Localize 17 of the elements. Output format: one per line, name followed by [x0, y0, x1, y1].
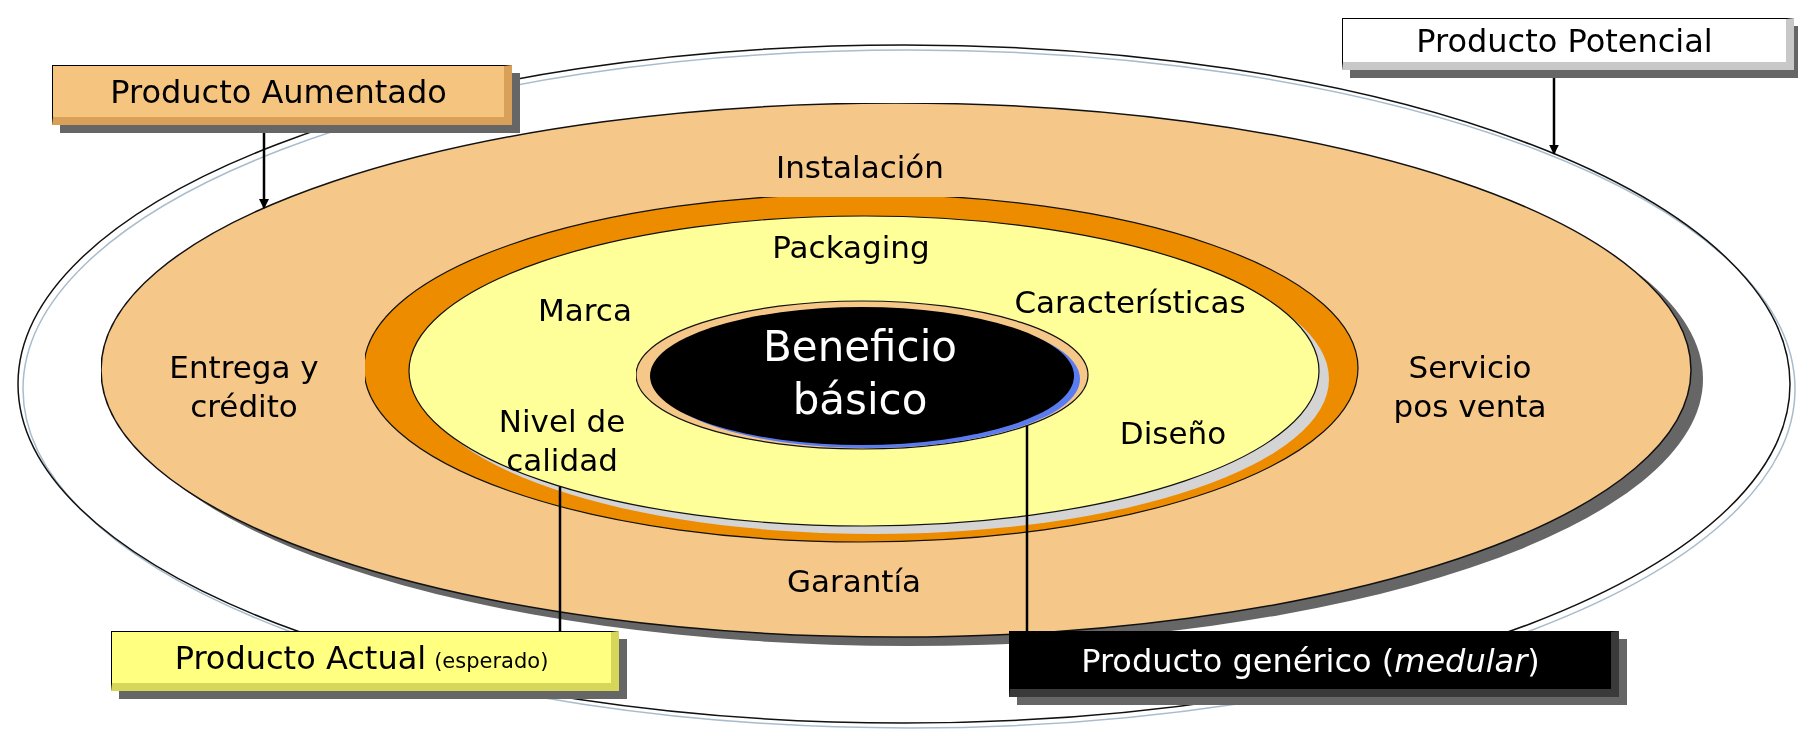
ring-label: Instalación: [775, 147, 945, 187]
box-label: Producto genérico (medular): [1081, 640, 1540, 682]
ring-label: Nivel de calidad: [497, 402, 627, 480]
ring-label: Entrega y crédito: [168, 348, 320, 426]
box-label: Producto Potencial: [1416, 20, 1713, 62]
ring-label: Servicio pos venta: [1392, 348, 1548, 426]
box-label: Producto Aumentado: [110, 71, 447, 113]
ring-label: Marca: [537, 290, 633, 330]
ring-label: Garantía: [785, 561, 923, 601]
leader-line: [558, 486, 562, 631]
leader-line: [1025, 425, 1029, 631]
core-label: Beneficio básico: [762, 320, 958, 425]
ring-label: Diseño: [1118, 413, 1228, 453]
ring-label: Packaging: [771, 227, 931, 267]
box-label: (esperado): [434, 647, 549, 675]
box-label: Producto Actual: [174, 637, 427, 679]
ring-label: Características: [1013, 282, 1247, 322]
